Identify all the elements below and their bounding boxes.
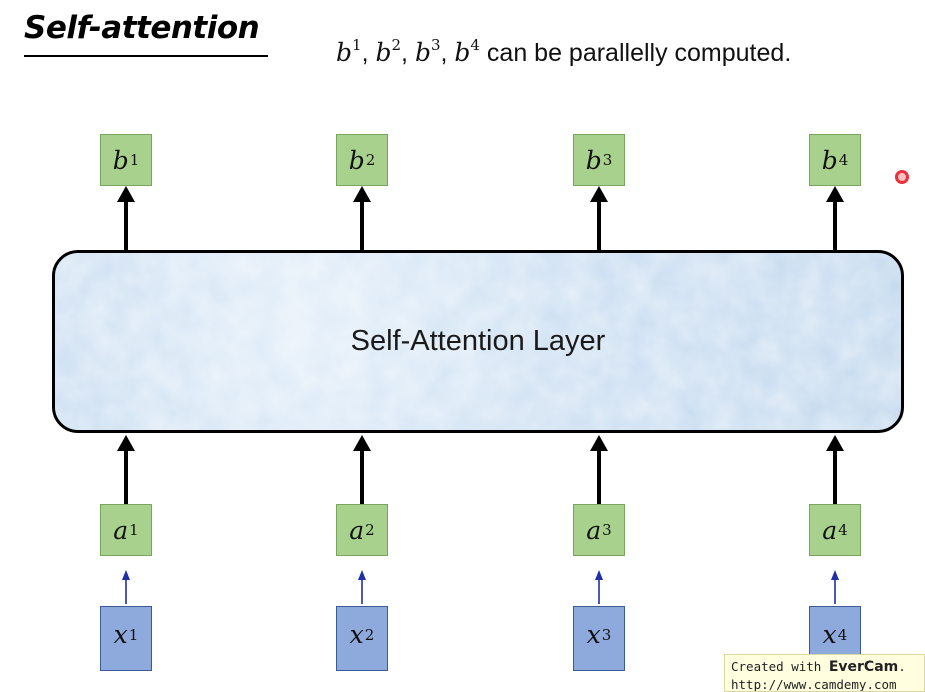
arrow-head-b3 [590,186,608,202]
arrow-head-x2 [358,570,366,580]
watermark-line-1: Created with EverCam. [731,659,906,675]
arrow-head-a4 [826,435,844,451]
laser-pointer-dot [895,170,909,184]
layer-texture [55,253,901,430]
subtitle-term-b4: b4 [454,36,480,68]
subtitle: b1, b2, b3, b4 can be parallelly compute… [336,38,791,68]
arrow-head-x3 [595,570,603,580]
arrow-head-x4 [831,570,839,580]
slide-title: Self-attention [24,10,260,46]
watermark-url: http://www.camdemy.com [731,677,897,692]
subtitle-term-b2: b2 [375,36,402,68]
subtitle-text: can be parallelly computed. [479,39,792,67]
arrow-head-x1 [122,570,130,580]
embedding-arrows [122,570,839,604]
input-arrows [117,435,844,504]
evercam-watermark: Created with EverCam. http://www.camdemy… [724,654,925,692]
subtitle-term-b3: b3 [414,36,441,68]
subtitle-term-b1: b1 [336,36,362,68]
arrow-head-b1 [117,186,135,202]
subtitle-sep: , [440,39,455,67]
arrow-head-a2 [353,435,371,451]
subtitle-sep: , [401,39,415,67]
subtitle-sep: , [361,39,376,67]
title-underline [24,55,268,57]
self-attention-layer: Self-Attention Layer [52,250,904,433]
arrow-head-a3 [590,435,608,451]
arrow-head-b4 [826,186,844,202]
arrow-head-b2 [353,186,371,202]
layer-label: Self-Attention Layer [350,325,606,357]
arrow-head-a1 [117,435,135,451]
output-arrows [117,186,844,250]
